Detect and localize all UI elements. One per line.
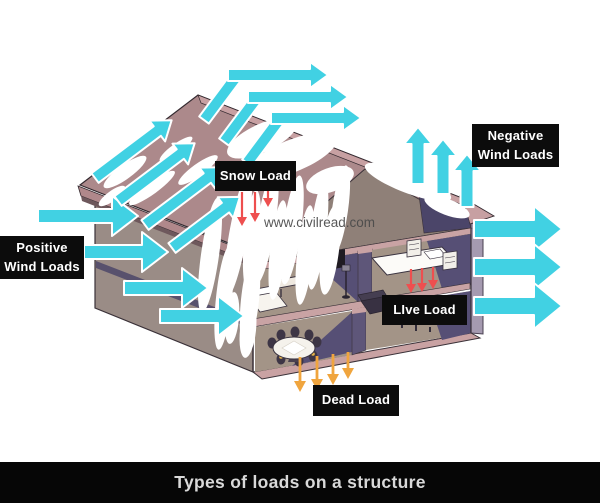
wind-arrow [83,231,169,273]
live-load-label-text: LIve Load [393,301,456,317]
rightward-wind-arrows [473,205,563,330]
wind-arrow [159,295,245,337]
wind-arrow [473,243,563,291]
snow-streak [295,205,315,305]
wind-arrow [428,138,458,195]
lower-divider-edge [352,307,366,314]
furniture [245,238,459,367]
floor-lamp [341,264,351,299]
dead-load-label-text: Dead Load [321,392,391,408]
snow-load-arrows [237,191,273,226]
nightstand-right [442,250,458,271]
wind-arrow [113,142,196,207]
snow-streak [424,195,470,219]
live-load-label: LIve Load [382,295,467,325]
positive-wind-loads-label: Positive Wind Loads [0,236,84,279]
snow-streak [129,170,175,206]
wind-arrow [90,119,173,184]
snow-streak [307,180,329,290]
title-banner: Types of loads on a structure [0,462,600,503]
watermark: www.civilread.com [264,215,376,230]
negative-wind-loads-label: Negative Wind Loads [472,124,559,167]
snow-load-label: Snow Load [215,161,296,191]
dead-load-label: Dead Load [313,385,399,416]
positive-wind-label-line2: Wind Loads [4,258,80,274]
snow-streak [178,155,218,185]
snow-streak [103,155,147,189]
wind-arrow [403,126,433,185]
snow-streak [364,162,452,202]
snow-streak [268,200,288,300]
wind-arrow [473,205,563,253]
snow-load-label-text: Snow Load [219,167,292,183]
wind-arrow [227,61,329,89]
positive-wind-arrows [37,195,245,337]
snow-streak [329,165,351,255]
wind-arrow [473,282,563,330]
wind-arrow [37,195,139,237]
dining-set [267,326,322,367]
snow-streak [280,175,304,285]
live-load-arrows [406,267,438,293]
plinth [251,332,482,380]
negative-wind-label-line2: Wind Loads [477,146,554,162]
wind-arrow [167,195,241,254]
snow-streak [253,168,279,284]
negative-wind-label-line1: Negative [487,128,544,144]
dead-load-arrows [294,352,354,392]
wind-arrow [270,104,362,132]
roof-wind-flow-arrows [90,61,362,254]
title-banner-text: Types of loads on a structure [174,472,426,492]
nightstand-left [406,238,422,258]
upper-divider-edge [358,247,372,254]
positive-wind-label-line1: Positive [16,240,68,256]
wind-arrow [123,267,209,309]
lower-divider-wall [351,308,367,356]
snow-streak [223,172,253,298]
wind-arrow [247,83,349,111]
